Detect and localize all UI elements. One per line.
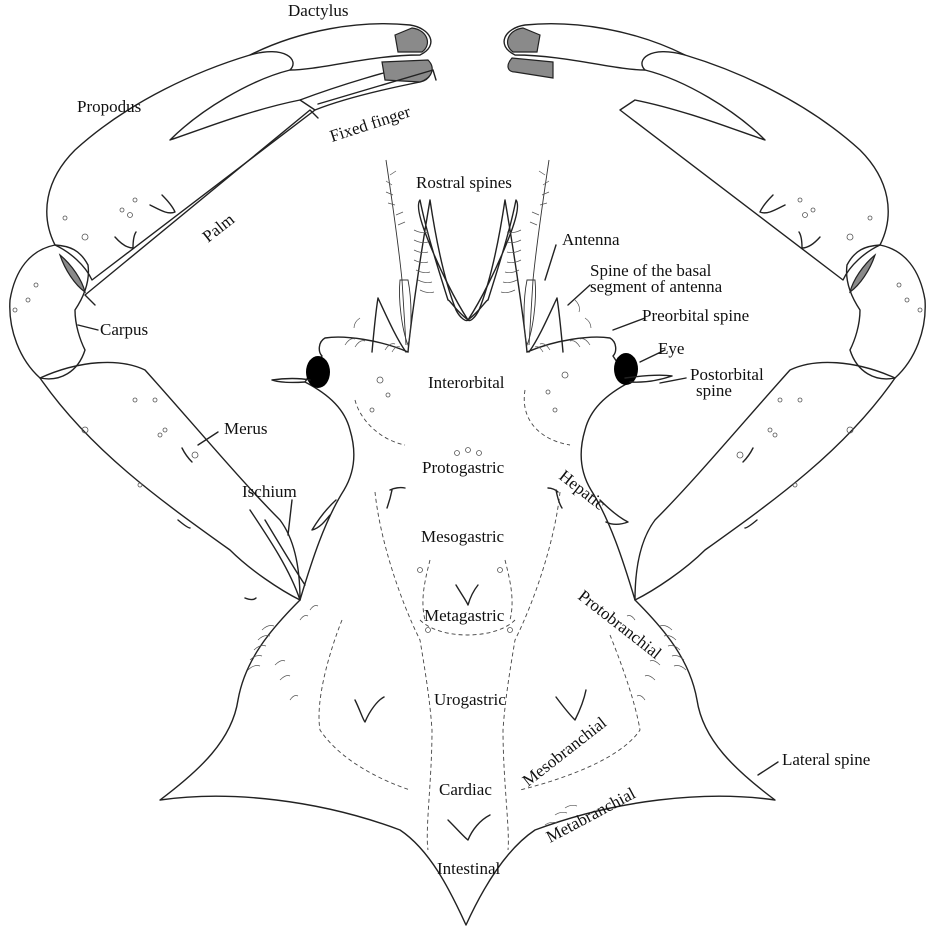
left-merus-v (178, 448, 192, 528)
eye-right (614, 353, 638, 385)
left-chela-tubercles (13, 198, 198, 487)
rostral-spine-right (468, 200, 527, 352)
right-finger-tip (508, 58, 553, 78)
antenna-left (386, 160, 406, 345)
v-mark-3 (448, 815, 490, 840)
region-branchial-left (319, 620, 410, 790)
label-fixed-finger: Fixed finger (327, 102, 413, 146)
v-mark-6 (548, 488, 562, 508)
right-merus (635, 362, 895, 600)
v-mark-2 (556, 690, 586, 720)
label-interorbital: Interorbital (428, 373, 505, 392)
label-eye: Eye (658, 339, 684, 358)
postorbital-spine-left (272, 379, 310, 383)
hepatic-spine-left (312, 500, 336, 530)
left-propodus (47, 52, 315, 280)
label-antenna: Antenna (562, 230, 620, 249)
labels: Dactylus Propodus Fixed finger Palm Carp… (77, 1, 870, 878)
label-cardiac: Cardiac (439, 780, 492, 799)
right-dactylus-tip (508, 28, 540, 52)
label-intestinal: Intestinal (437, 859, 501, 878)
right-carpus (847, 245, 926, 379)
left-cheliped (10, 24, 436, 600)
rostral-spine-left (408, 200, 468, 352)
left-finger-tip (382, 60, 432, 82)
label-mesogastric: Mesogastric (421, 527, 505, 546)
left-dactylus-tip (395, 28, 427, 52)
left-palm-bracket (85, 110, 318, 305)
antenna-setae (345, 171, 591, 352)
right-chela-tubercles (737, 198, 922, 487)
label-lateral-spine: Lateral spine (782, 750, 870, 769)
antenna-right (529, 160, 549, 345)
label-preorbital-spine: Preorbital spine (642, 306, 749, 325)
label-spine-basal-2: segment of antenna (590, 277, 723, 296)
tubercles (370, 372, 568, 633)
v-mark-5 (387, 488, 405, 508)
left-carpus-shading (60, 255, 85, 292)
label-ischium: Ischium (242, 482, 297, 501)
left-carpus (10, 245, 89, 379)
basal-spine-right (529, 298, 563, 352)
label-palm: Palm (199, 210, 238, 246)
label-protobranchial: Protobranchial (575, 586, 666, 663)
left-chela-v2 (115, 232, 136, 248)
label-mesobranchial: Mesobranchial (519, 713, 611, 790)
label-protogastric: Protogastric (422, 458, 505, 477)
label-postorbital-2: spine (696, 381, 732, 400)
label-propodus: Propodus (77, 97, 141, 116)
label-metagastric: Metagastric (424, 606, 505, 625)
region-interorbital-right (524, 390, 570, 445)
right-propodus (620, 52, 888, 280)
label-carpus: Carpus (100, 320, 148, 339)
label-urogastric: Urogastric (434, 690, 506, 709)
basal-spine-left (372, 298, 406, 352)
region-interorbital-left (355, 400, 405, 445)
label-rostral-spines: Rostral spines (416, 173, 512, 192)
v-mark-1 (355, 697, 384, 722)
right-chela-v1 (760, 195, 785, 213)
label-dactylus: Dactylus (288, 1, 348, 20)
left-chela-v1 (150, 195, 175, 213)
right-chela-v2 (799, 232, 820, 248)
right-carpus-shading (850, 255, 875, 292)
left-merus-v2 (245, 598, 256, 600)
v-mark-4 (456, 585, 478, 605)
eye-left (306, 356, 330, 388)
label-metabranchial: Metabranchial (543, 784, 639, 847)
right-merus-v (743, 448, 757, 528)
label-hepatic: Hepatic (556, 466, 610, 514)
label-merus: Merus (224, 419, 267, 438)
